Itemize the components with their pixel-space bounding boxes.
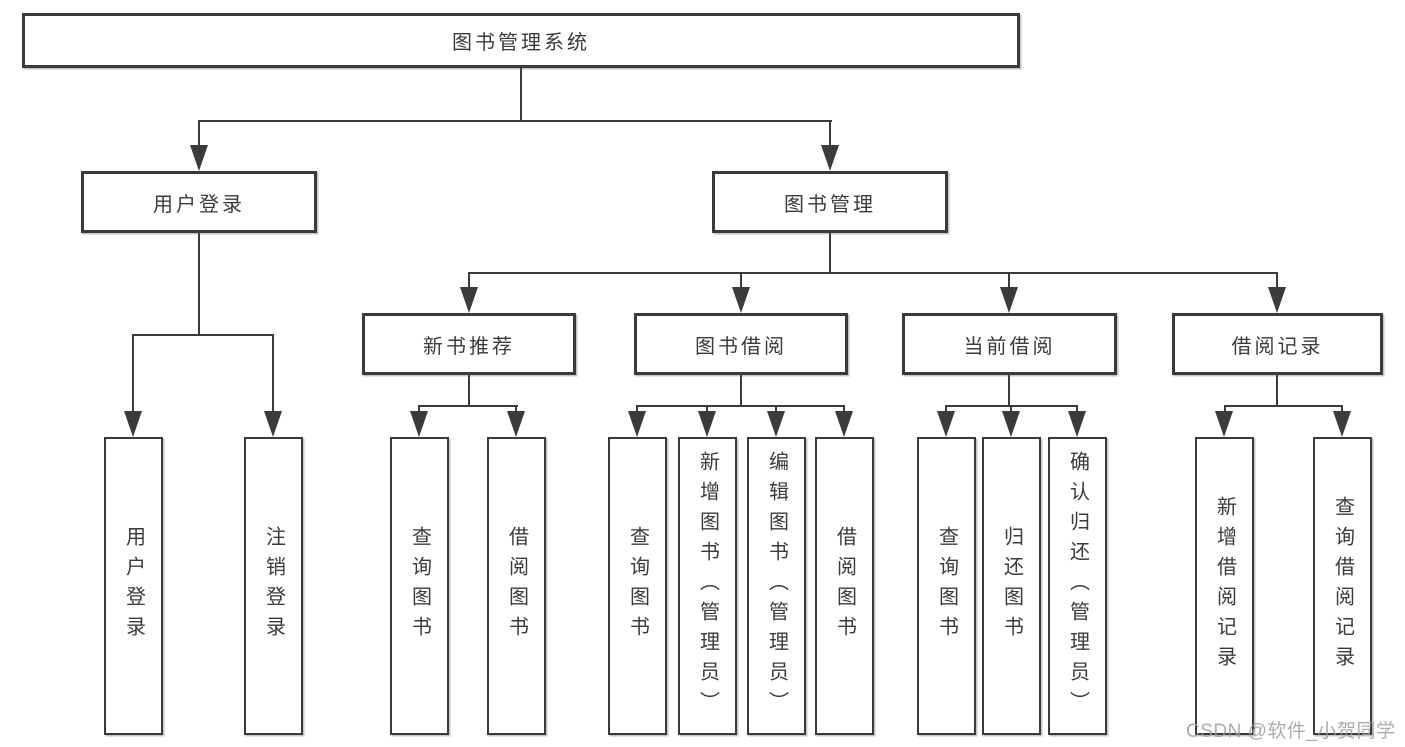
node-label: 新书推荐 [423,335,515,358]
leaf-logout: 注销登录 [244,437,303,735]
leaf-return-books: 归还图书 [982,437,1041,735]
connector-line [706,405,708,414]
leaf-query-borrow-record: 查询借阅记录 [1313,437,1372,735]
leaf-label: 查询借阅记录 [1331,496,1354,676]
leaf-label: 借阅图书 [505,526,528,646]
arrow-down-icon [1002,411,1020,437]
arrow-down-icon [821,145,839,171]
connector-line [1224,405,1226,414]
node-book-borrowing: 图书借阅 [634,313,848,375]
connector-line [198,120,200,148]
leaf-label: 查询图书 [626,526,649,646]
connector-line [945,405,947,414]
leaf-borrow-books-newbook: 借阅图书 [487,437,546,735]
leaf-label: 借阅图书 [833,526,856,646]
connector-line [1276,272,1278,290]
arrow-down-icon [124,411,142,437]
node-label: 用户登录 [153,193,245,216]
leaf-user-login: 用户登录 [104,437,163,735]
connector-line [520,68,522,122]
node-library-management-system: 图书管理系统 [22,13,1020,68]
arrow-down-icon [1215,411,1233,437]
node-new-book-recommendation: 新书推荐 [362,313,576,375]
connector-line [1276,375,1278,406]
leaf-label: 注销登录 [262,526,285,646]
leaf-query-books-borrow: 查询图书 [608,437,667,735]
leaf-add-books-admin: 新增图书（管理员） [678,437,737,735]
arrow-down-icon [628,411,646,437]
node-book-management: 图书管理 [712,171,948,233]
leaf-label: 确认归还（管理员） [1066,451,1089,721]
connector-line [1008,375,1010,406]
arrow-down-icon [410,411,428,437]
connector-line [636,405,638,414]
arrow-down-icon [507,411,525,437]
connector-line [515,405,517,414]
connector-line [829,120,831,148]
node-current-borrowing: 当前借阅 [902,313,1117,375]
arrow-down-icon [835,411,853,437]
arrow-down-icon [732,287,750,313]
connector-line [198,233,200,336]
leaf-add-borrow-record: 新增借阅记录 [1195,437,1254,735]
arrow-down-icon [1068,411,1086,437]
node-label: 当前借阅 [963,335,1056,358]
arrow-down-icon [190,145,208,171]
arrow-down-icon [698,411,716,437]
connector-line [1224,405,1343,407]
leaf-label: 编辑图书（管理员） [765,451,788,721]
leaf-edit-books-admin: 编辑图书（管理员） [747,437,806,735]
node-borrowing-records: 借阅记录 [1172,313,1383,375]
node-label: 图书借阅 [695,335,787,358]
leaf-label: 查询图书 [408,526,431,646]
connector-line [740,375,742,406]
arrow-down-icon [1000,287,1018,313]
connector-line [132,334,134,414]
connector-line [775,405,777,414]
node-label: 图书管理系统 [452,32,590,54]
connector-line [843,405,845,414]
node-user-login: 用户登录 [81,171,317,233]
leaf-query-books-newbook: 查询图书 [390,437,449,735]
leaf-label: 查询图书 [935,526,958,646]
connector-line [1076,405,1078,414]
connector-line [1010,405,1012,414]
arrow-down-icon [767,411,785,437]
arrow-down-icon [1268,287,1286,313]
arrow-down-icon [460,287,478,313]
leaf-label: 归还图书 [1000,526,1023,646]
leaf-label: 新增借阅记录 [1213,496,1236,676]
connector-line [829,233,831,274]
arrow-down-icon [1333,411,1351,437]
connector-line [272,334,274,414]
watermark: CSDN @软件_小贺同学 [1186,721,1396,742]
connector-line [468,375,470,406]
arrow-down-icon [264,411,282,437]
node-label: 借阅记录 [1231,335,1324,358]
connector-line [1008,272,1010,290]
connector-line [468,272,470,290]
connector-line [468,272,1278,274]
connector-line [1341,405,1343,414]
leaf-borrow-books: 借阅图书 [815,437,874,735]
connector-line [132,334,274,336]
connector-line [198,120,832,122]
arrow-down-icon [937,411,955,437]
connector-line [636,405,845,407]
connector-line [418,405,518,407]
leaf-label: 用户登录 [122,526,145,646]
leaf-query-books-current: 查询图书 [917,437,976,735]
leaf-confirm-return-admin: 确认归还（管理员） [1048,437,1107,735]
leaf-label: 新增图书（管理员） [696,451,719,721]
connector-line [740,272,742,290]
connector-line [418,405,420,414]
node-label: 图书管理 [784,193,876,216]
